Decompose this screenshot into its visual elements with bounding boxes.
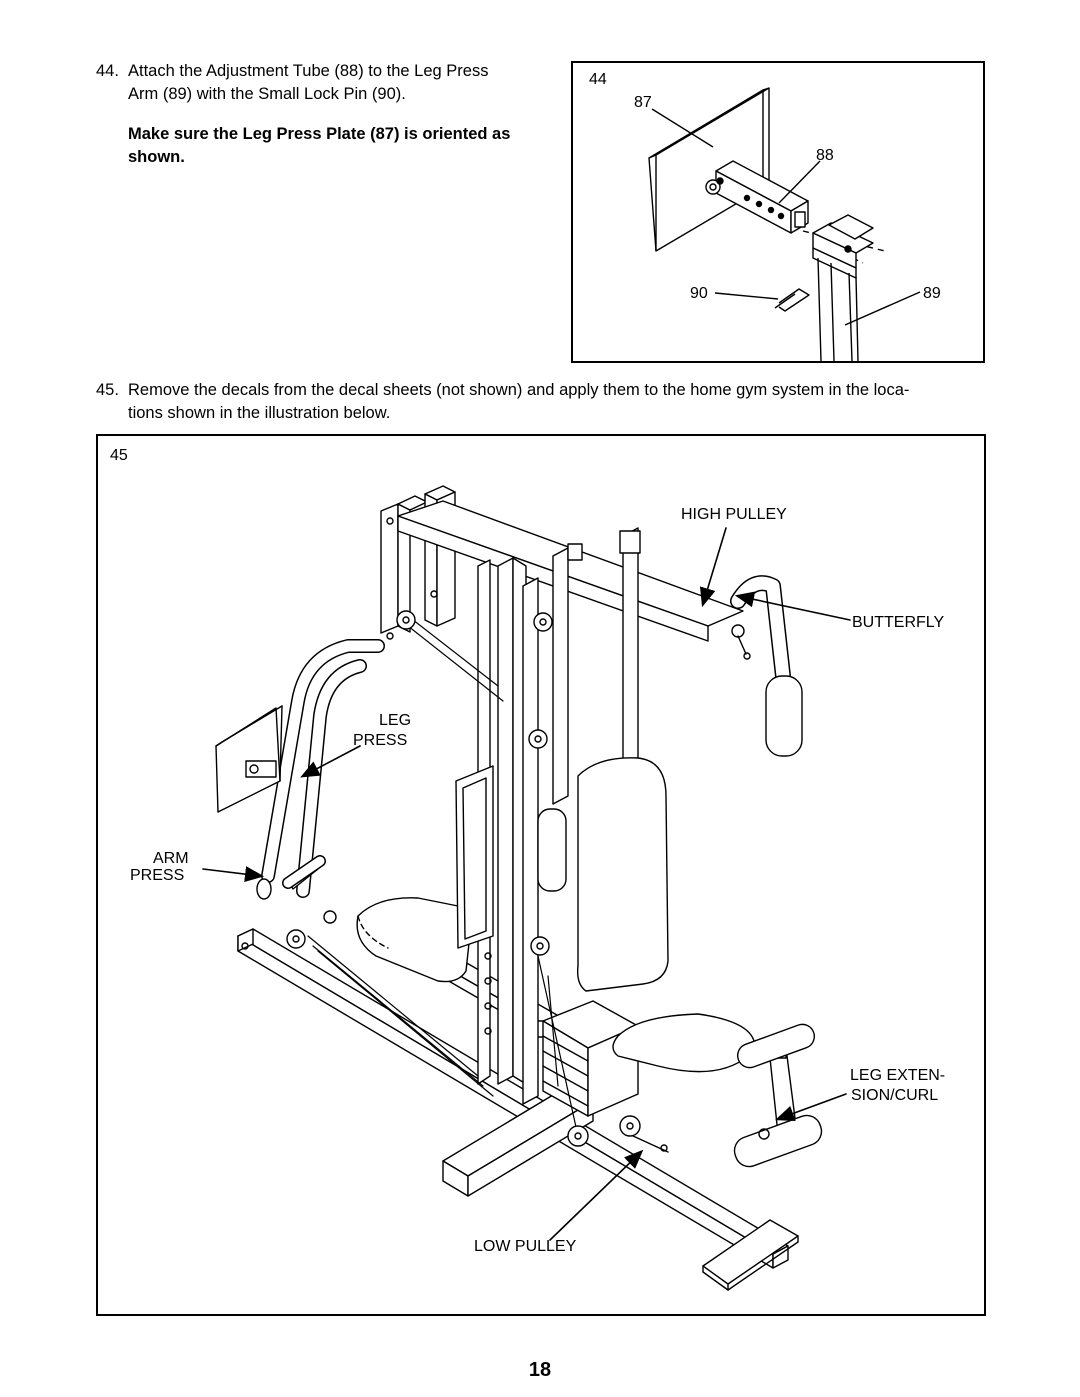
label-high-pulley: HIGH PULLEY: [681, 506, 787, 523]
figure-45: 45 HIGH PULLEY BUTTERFLY LEG PRESS ARM P…: [96, 434, 986, 1316]
label-leg-press: PRESS: [353, 732, 408, 749]
figure-number: 45: [110, 447, 128, 464]
adjustment-tube: [705, 160, 809, 234]
label-leg-extension-curl: SION/CURL: [851, 1087, 939, 1104]
step-text-line: Remove the decals from the decal sheets …: [128, 381, 910, 399]
page-number: 18: [528, 1359, 552, 1381]
home-gym-drawing: [202, 485, 851, 1291]
step-text-line: tions shown in the illustration below.: [128, 404, 391, 422]
backrest: [455, 757, 669, 992]
leg-press-plate: [215, 705, 283, 813]
arm-press-arm: [256, 639, 385, 900]
label-leg-extension-curl: LEG EXTEN-: [850, 1067, 946, 1084]
leg-press-plate: [648, 87, 770, 252]
step-warning-line: shown.: [128, 148, 185, 166]
leader-89: [844, 291, 921, 326]
butterfly-arm: [730, 575, 803, 757]
step-number: 45.: [96, 381, 119, 399]
label-arm-press: PRESS: [130, 867, 185, 884]
label-leg-press: LEG: [379, 712, 412, 729]
label-low-pulley: LOW PULLEY: [474, 1238, 577, 1255]
step-warning-line: Make sure the Leg Press Plate (87) is or…: [128, 125, 511, 143]
cables: [307, 615, 579, 1137]
figure-number: 44: [589, 71, 607, 88]
leader-87: [651, 108, 714, 148]
leg-press-assembly-drawing: [648, 87, 921, 362]
step-number: 44.: [96, 62, 119, 80]
callout-arrows: [202, 527, 851, 1241]
callout-88: 88: [816, 147, 834, 164]
label-arm-press: ARM: [153, 850, 189, 867]
base-frame: [237, 928, 799, 1291]
callout-87: 87: [634, 94, 652, 111]
callout-89: 89: [923, 285, 941, 302]
figure-44: 44 87 88 90 89: [571, 61, 985, 363]
step-text-line: Arm (89) with the Small Lock Pin (90).: [128, 85, 406, 103]
leg-extension: [612, 1013, 823, 1168]
small-lock-pin: [774, 288, 810, 312]
leg-press-arm: [812, 214, 874, 362]
callout-90: 90: [690, 285, 708, 302]
step-text-line: Attach the Adjustment Tube (88) to the L…: [128, 62, 489, 80]
seat: [356, 897, 472, 983]
leader-90: [714, 292, 779, 300]
leader-88: [778, 160, 821, 204]
label-butterfly: BUTTERFLY: [852, 614, 945, 631]
pulleys: [286, 610, 669, 1153]
